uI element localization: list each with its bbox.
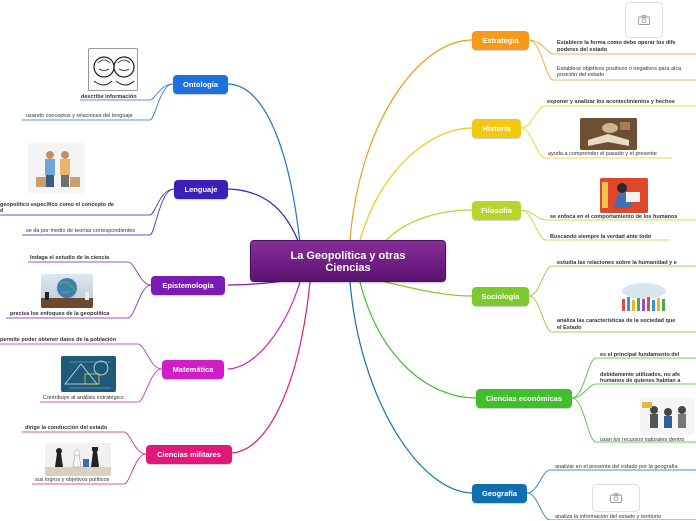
leaf-dirige-conduccion[interactable]: dirige la conducción del estado: [25, 425, 108, 431]
leaf-analiza-informacion[interactable]: analiza la información del estado y terr…: [555, 514, 662, 520]
topic-filosofia[interactable]: Filosofía: [472, 201, 521, 220]
leaf-buscando-verdad[interactable]: Buscando siempre la verdad ante todo: [550, 234, 652, 240]
connector-sociologia: [384, 281, 473, 297]
topic-lenguaje[interactable]: Lenguaje: [174, 180, 228, 199]
connector-lenguaje: [227, 188, 301, 247]
topic-ciencias-militares[interactable]: Ciencias militares: [146, 445, 232, 464]
two-people-boxes-icon: [28, 143, 85, 193]
business-people-icon: [640, 398, 694, 435]
leaf-posicion-estado[interactable]: posición del estado: [557, 72, 605, 78]
camera-icon[interactable]: [592, 484, 640, 512]
connector-ontologia: [227, 83, 301, 245]
leaf-poderes-estado[interactable]: poderes del estado: [557, 47, 608, 53]
camera-icon[interactable]: [625, 2, 663, 38]
connector-filosofia: [379, 209, 473, 249]
faces-sketch-icon: [88, 48, 138, 91]
leaf-se-enfoca[interactable]: se enfoca en el comportamiento de los hu…: [550, 214, 678, 220]
topic-ciencias-economicas[interactable]: Ciencias económicas: [476, 389, 572, 408]
leaf-permite-obtener-datos[interactable]: permite poder obtener datos de la poblac…: [0, 337, 117, 343]
old-book-icon: [580, 118, 637, 150]
connector-militares: [231, 281, 311, 454]
leaf-se-da-por-medio[interactable]: se da por medio de teorías correspondien…: [26, 228, 136, 234]
central-topic-line2: Ciencias: [325, 261, 371, 274]
leaf-humanos-habitan[interactable]: humanos de quienes habitan a: [600, 378, 681, 384]
leaf-sus-logros[interactable]: sus logros y objetivos políticos: [35, 477, 110, 483]
connector-matematica: [227, 281, 301, 370]
connector-historia: [359, 127, 473, 241]
leaf-usando-conceptos[interactable]: usando conceptos y relaciones del lengua…: [26, 113, 133, 119]
leaf-geopolitico-especifico[interactable]: geopolítico específico como el concepto …: [0, 202, 114, 208]
topic-geografia[interactable]: Geografía: [472, 484, 527, 503]
leaf-analiza-caracteristicas[interactable]: analiza las características de la socied…: [557, 318, 676, 324]
topic-historia[interactable]: Historia: [472, 119, 521, 138]
connector-economicas: [359, 281, 477, 399]
leaf-el-estado[interactable]: el Estado: [557, 325, 582, 331]
leaf-usan-recursos[interactable]: usan los recursos naturales dentro: [600, 437, 685, 443]
topic-sociologia[interactable]: Sociología: [472, 287, 529, 306]
leaf-estudia-relaciones[interactable]: estudia las relaciones sobre la humanida…: [557, 260, 677, 266]
leaf-establece-forma[interactable]: Establece la forma como debe operar los …: [557, 40, 676, 46]
leaf-establece-objetivos[interactable]: Establece objetivos positivos o negativo…: [557, 66, 682, 72]
leaf-describe-informacion[interactable]: describe información: [81, 94, 137, 100]
leaf-indaga-estudio[interactable]: Indaga el estudio de la ciencia: [30, 255, 110, 261]
chess-pieces-icon: [45, 443, 111, 476]
topic-matematica[interactable]: Matemática: [162, 360, 224, 379]
leaf-precisa-enfoques[interactable]: precisa los enfoques de la geopolítica: [10, 311, 110, 317]
leaf-analizar-presente[interactable]: analizar en el presente del estado por l…: [555, 464, 678, 470]
connector-estrategia: [349, 39, 473, 241]
leaf-exponer-analizar[interactable]: exponer y analizar los acontecimientos y…: [547, 99, 675, 105]
topic-estrategia[interactable]: Estrategia: [472, 31, 529, 50]
topic-ontologia[interactable]: Ontología: [173, 75, 228, 94]
math-blueprint-icon: [61, 356, 116, 392]
topic-epistemologia[interactable]: Epistemología: [151, 276, 225, 295]
leaf-ayuda-comprender[interactable]: ayuda a comprender el pasado y el presen…: [548, 151, 657, 157]
crowd-map-icon: [618, 281, 670, 316]
leaf-principal-fundamento[interactable]: es el principal fundamento del: [600, 352, 680, 358]
reading-person-icon: [600, 178, 648, 213]
leaf-debidamente-utilizados[interactable]: debidamente utilizados, no afe: [600, 372, 681, 378]
central-topic-line1: La Geopolítica y otras: [290, 249, 406, 262]
leaf-contribuye-analisis[interactable]: Contribuye al análisis estratégico: [43, 395, 124, 401]
connector-geografia: [349, 281, 473, 494]
globe-chess-icon: [41, 274, 93, 308]
leaf-lenguaje-d[interactable]: d: [0, 208, 4, 214]
